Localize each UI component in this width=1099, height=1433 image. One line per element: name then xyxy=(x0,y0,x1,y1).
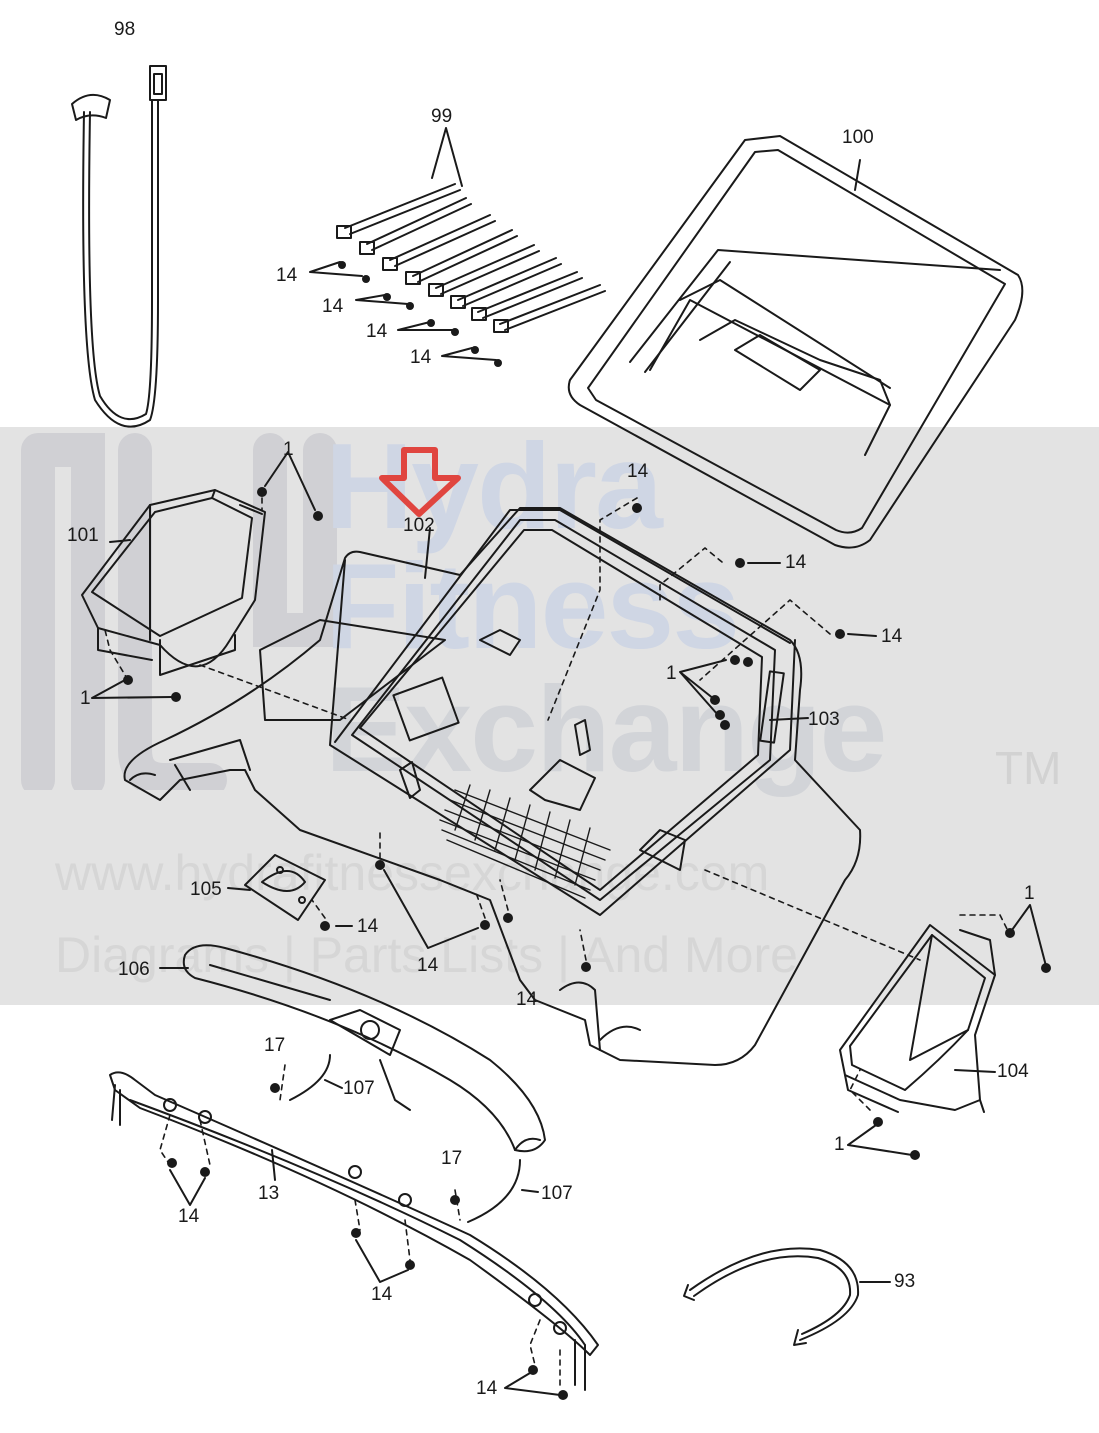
label-1-e: 1 xyxy=(834,1134,845,1155)
label-104: 104 xyxy=(997,1061,1029,1082)
part-98-cable xyxy=(71,65,167,428)
label-14-c: 14 xyxy=(366,321,388,342)
screws-101 xyxy=(123,487,323,702)
part-99-bolts xyxy=(336,183,606,333)
assembly-dashed-lines xyxy=(104,497,1011,1391)
part-100-console-cover xyxy=(567,135,1024,549)
label-17-b: 17 xyxy=(441,1148,463,1169)
label-14-l: 14 xyxy=(371,1284,393,1305)
part-93-cable xyxy=(683,1247,860,1346)
part-105-plate xyxy=(244,854,326,921)
screws-104 xyxy=(873,928,1051,1160)
label-14-m: 14 xyxy=(476,1378,498,1399)
part-13-arc-bar xyxy=(109,1071,599,1391)
label-101: 101 xyxy=(67,525,99,546)
label-13: 13 xyxy=(258,1183,280,1204)
screws-102 xyxy=(320,503,845,972)
label-1-d: 1 xyxy=(1024,883,1035,904)
label-14-e: 14 xyxy=(627,461,649,482)
highlight-down-arrow-icon xyxy=(379,447,461,517)
part-102-vent-grille xyxy=(439,784,611,899)
label-14-i: 14 xyxy=(417,955,439,976)
label-106: 106 xyxy=(118,959,150,980)
label-17-a: 17 xyxy=(264,1035,286,1056)
label-99: 99 xyxy=(431,106,453,127)
label-100: 100 xyxy=(842,127,874,148)
label-105: 105 xyxy=(190,879,222,900)
label-1-b: 1 xyxy=(80,688,91,709)
watermark-logo-icon xyxy=(21,433,337,790)
label-14-d: 14 xyxy=(410,347,432,368)
part-101-left-cupholder xyxy=(81,489,266,676)
label-14-h: 14 xyxy=(357,916,379,937)
watermark-trademark: TM xyxy=(995,742,1062,794)
label-14-k: 14 xyxy=(178,1206,200,1227)
part-104-right-cupholder xyxy=(839,924,996,1113)
part-106-handlebar xyxy=(182,944,546,1153)
label-103: 103 xyxy=(808,709,840,730)
part-102-console-base xyxy=(123,507,862,1066)
part-107-wires xyxy=(289,1054,521,1223)
label-98: 98 xyxy=(114,19,136,40)
screws-13 xyxy=(167,1083,568,1400)
watermark-band xyxy=(0,427,1099,1005)
label-14-j: 14 xyxy=(516,989,538,1010)
watermark-brand-line2: Fitness xyxy=(325,538,740,674)
label-102: 102 xyxy=(403,515,435,536)
label-93: 93 xyxy=(894,1271,916,1292)
label-1-c: 1 xyxy=(666,663,677,684)
label-1-a: 1 xyxy=(283,439,294,460)
label-14-b: 14 xyxy=(322,296,344,317)
label-14-g: 14 xyxy=(881,626,903,647)
watermark-url: www.hydrafitnessexchange.com xyxy=(55,845,770,901)
label-107-b: 107 xyxy=(541,1183,573,1204)
label-14-a: 14 xyxy=(276,265,298,286)
watermark-tagline: Diagrams | Parts Lists | And More xyxy=(55,927,798,983)
label-107-a: 107 xyxy=(343,1078,375,1099)
watermark-brand-line1: Hydra xyxy=(325,418,663,554)
label-14-f: 14 xyxy=(785,552,807,573)
